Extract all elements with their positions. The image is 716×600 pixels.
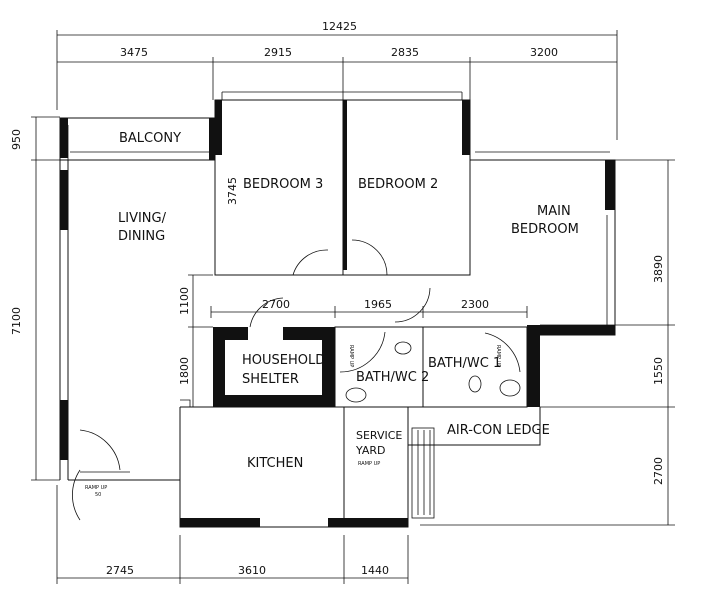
dim-inner-left: 1800 [178,357,191,385]
dim-top: 2915 [264,46,292,59]
label-ramp-entry-height: 50 [95,492,101,498]
dim-inner: 2300 [461,298,489,311]
dim-left: 950 [10,129,23,150]
dim-left: 7100 [10,307,23,335]
dim-top: 3200 [530,46,558,59]
label-ramp-bath-1: RAMP UP [495,345,501,367]
label-shelter: SHELTER [242,372,299,387]
label-main-bedroom: BEDROOM [511,222,579,237]
dim-right: 3890 [652,255,665,283]
dim-inner-left: 1100 [178,287,191,315]
dimension-lines [31,30,675,584]
label-bath-2: BATH/WC 2 [356,370,429,385]
label-aircon-ledge: AIR-CON LEDGE [447,423,550,438]
label-living: LIVING/ [118,211,167,226]
label-ramp-bath-2: RAMP UP [348,345,354,367]
dim-right: 1550 [652,357,665,385]
label-bedroom-3: BEDROOM 3 [243,177,323,192]
dim-right: 2700 [652,457,665,485]
label-bedroom-2: BEDROOM 2 [358,177,438,192]
label-service: SERVICE [356,429,402,442]
label-household: HOUSEHOLD [242,353,325,368]
label-kitchen: KITCHEN [247,456,303,471]
label-ramp-service: RAMP UP [358,461,380,467]
dim-bottom: 1440 [361,564,389,577]
dim-inner: 2700 [262,298,290,311]
label-main: MAIN [537,204,571,219]
dim-bedroom3-depth: 3745 [226,177,239,205]
dim-overall: 12425 [322,20,357,33]
label-bath-1: BATH/WC 1 [428,356,501,371]
dimension-labels: 12425 3475 2915 2835 3200 950 7100 3745 … [10,20,665,577]
walls [59,91,616,528]
dim-bottom: 3610 [238,564,266,577]
label-balcony: BALCONY [119,131,181,146]
dim-inner: 1965 [364,298,392,311]
dim-top: 3475 [120,46,148,59]
dim-bottom: 2745 [106,564,134,577]
label-yard: YARD [355,444,386,457]
dim-top: 2835 [391,46,419,59]
label-ramp-entry: RAMP UP [85,485,107,491]
label-dining: DINING [118,229,165,244]
room-labels: BALCONY LIVING/ DINING BEDROOM 3 BEDROOM… [85,131,579,498]
